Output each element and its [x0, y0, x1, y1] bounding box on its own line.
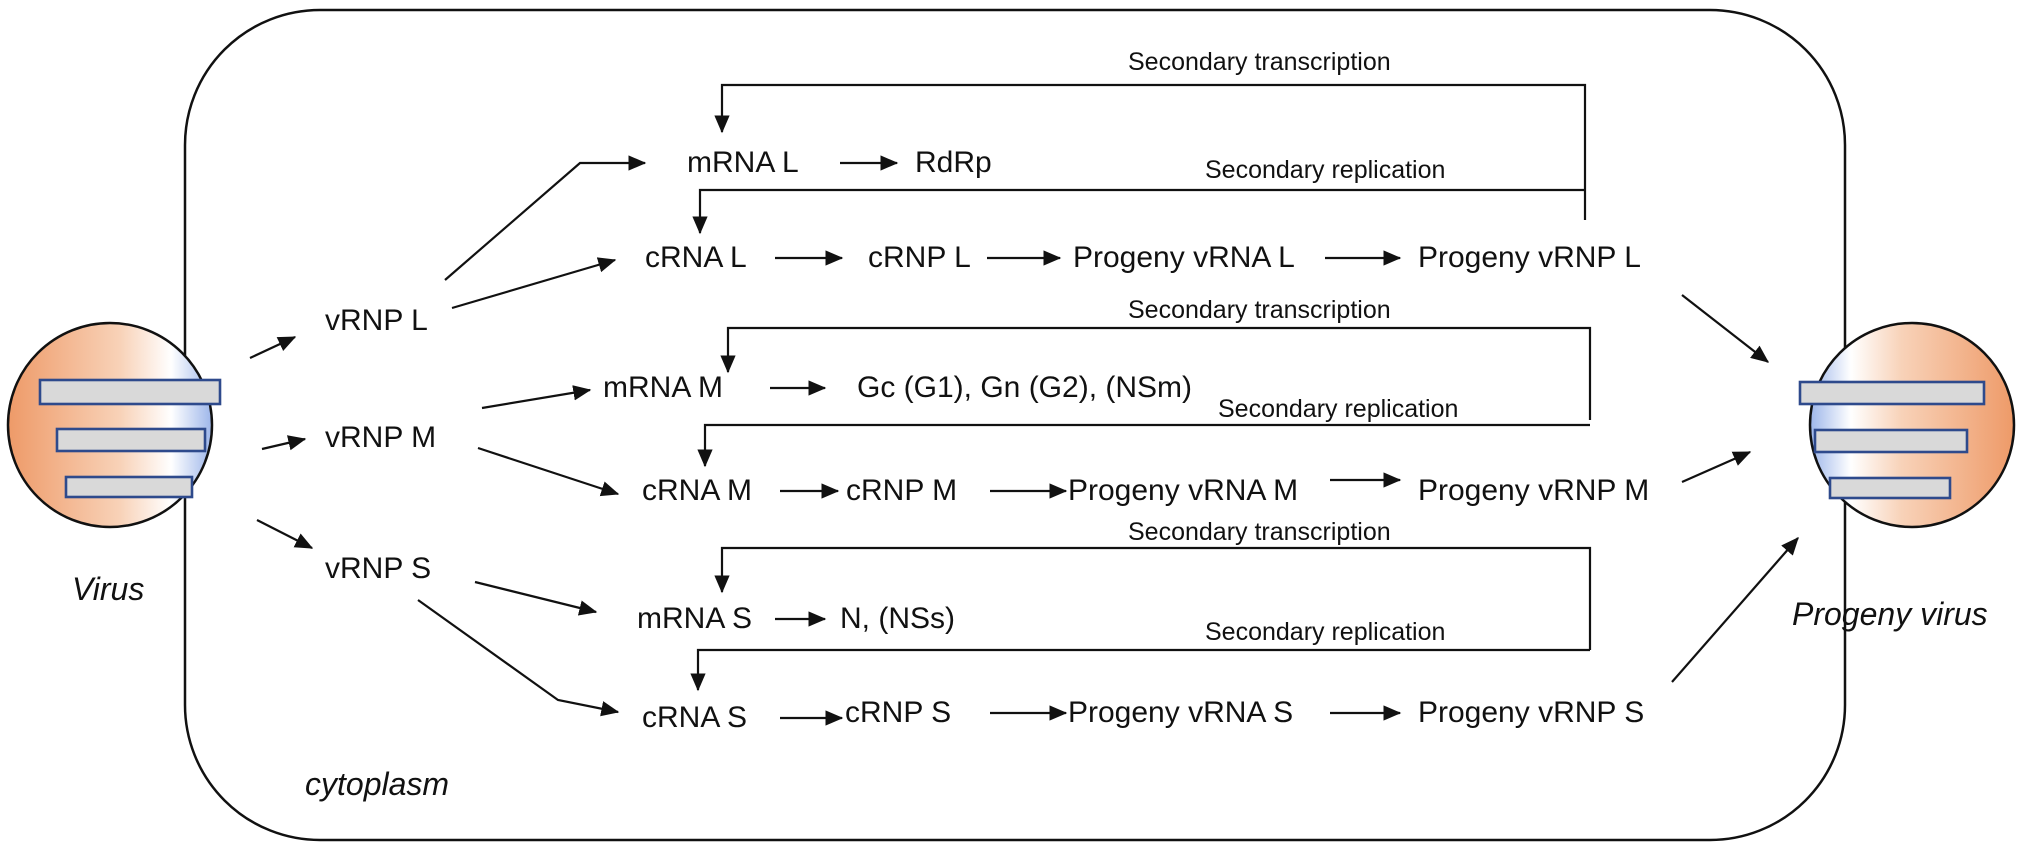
loop-secondary-transcription-m — [720, 326, 1592, 420]
loop-secondary-replication-l — [692, 188, 1585, 235]
secondary-replication-m-label: Secondary replication — [1218, 395, 1458, 423]
virus-segment-s — [64, 475, 194, 499]
vrnp-l-label: vRNP L — [325, 304, 428, 337]
arrow-progeny-vrnp-m-to-progeny-virus — [1681, 450, 1752, 484]
gc-gn-nsm-label: Gc (G1), Gn (G2), (NSm) — [857, 371, 1192, 404]
arrow-vrnp-m-to-mrna-m — [481, 385, 592, 410]
secondary-transcription-l-label: Secondary transcription — [1128, 48, 1391, 76]
arrow-vrnp-s-to-crna-s — [417, 599, 620, 717]
arrow-virus-to-vrnp-l — [249, 336, 297, 359]
vrnp-s-label: vRNP S — [325, 552, 431, 585]
progeny-segment-l — [1798, 380, 1986, 406]
virus-label: Virus — [72, 571, 144, 607]
n-nss-label: N, (NSs) — [840, 602, 955, 635]
progeny-vrnp-l-label: Progeny vRNP L — [1418, 241, 1641, 274]
l-segment-pathway: Secondary transcription Secondary replic… — [444, 48, 1770, 363]
progeny-virus-label: Progeny virus — [1792, 596, 1988, 632]
crnp-s-label: cRNP S — [845, 696, 951, 729]
crna-m-label: cRNA M — [642, 474, 752, 507]
rdrp-label: RdRp — [915, 146, 992, 179]
loop-secondary-transcription-l — [714, 83, 1587, 220]
arrow-virus-to-vrnp-m — [261, 435, 307, 451]
loop-secondary-replication-s — [690, 648, 1590, 692]
arrow-progeny-vrnp-s-to-progeny-virus — [1671, 537, 1799, 683]
secondary-replication-s-label: Secondary replication — [1205, 618, 1445, 646]
secondary-transcription-m-label: Secondary transcription — [1128, 296, 1391, 324]
arrow-vrnp-l-to-mrna-l — [444, 155, 647, 281]
arrow-virus-to-vrnp-s — [256, 519, 314, 549]
vrnp-m-label: vRNP M — [325, 421, 436, 454]
s-segment-pathway: Secondary transcription Secondary replic… — [417, 518, 1799, 734]
mrna-s-label: mRNA S — [637, 602, 752, 635]
arrow-vrnp-m-to-crna-m — [477, 446, 620, 497]
secondary-replication-l-label: Secondary replication — [1205, 156, 1445, 184]
mrna-m-label: mRNA M — [603, 371, 723, 404]
progeny-vrna-l-label: Progeny vRNA L — [1073, 241, 1295, 274]
progeny-segment-m — [1813, 428, 1969, 454]
loop-secondary-replication-m — [697, 423, 1590, 468]
arrow-vrnp-s-to-mrna-s — [474, 580, 598, 616]
progeny-vrna-s-label: Progeny vRNA S — [1068, 696, 1293, 729]
arrow-vrnp-l-to-crna-l — [451, 257, 617, 310]
crna-l-label: cRNA L — [645, 241, 747, 274]
arrow-progeny-vrnp-l-to-progeny-virus — [1681, 294, 1770, 363]
virus-segment-m — [55, 427, 207, 453]
virus-particle — [6, 321, 222, 529]
crna-s-label: cRNA S — [642, 701, 747, 734]
progeny-vrna-m-label: Progeny vRNA M — [1068, 474, 1298, 507]
progeny-vrnp-s-label: Progeny vRNP S — [1418, 696, 1644, 729]
progeny-virus-particle — [1798, 321, 2016, 529]
loop-secondary-transcription-s — [714, 546, 1592, 650]
mrna-l-label: mRNA L — [687, 146, 799, 179]
cytoplasm-label: cytoplasm — [305, 766, 449, 802]
progeny-vrnp-m-label: Progeny vRNP M — [1418, 474, 1649, 507]
progeny-segment-s — [1828, 476, 1952, 500]
crnp-l-label: cRNP L — [868, 241, 971, 274]
crnp-m-label: cRNP M — [846, 474, 957, 507]
secondary-transcription-s-label: Secondary transcription — [1128, 518, 1391, 546]
m-segment-pathway: Secondary transcription Secondary replic… — [477, 296, 1752, 507]
virus-segment-l — [38, 378, 222, 406]
